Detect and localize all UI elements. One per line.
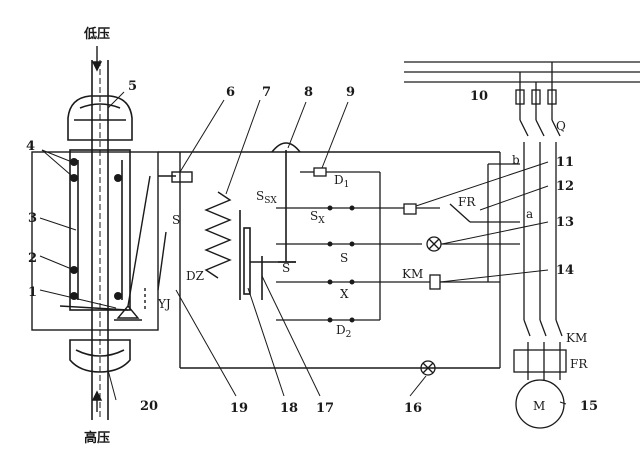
leader-lines xyxy=(39,91,567,405)
pressure-arrows xyxy=(91,46,103,412)
callout-15: 15 xyxy=(580,399,598,414)
callout-14: 14 xyxy=(556,263,574,278)
dz-spring xyxy=(204,191,232,279)
callout-5: 5 xyxy=(128,79,137,94)
km-coil-label: KM xyxy=(402,267,423,281)
callout-10: 10 xyxy=(470,89,488,104)
callout-1: 1 xyxy=(28,285,37,300)
fr-relay-label: FR xyxy=(570,357,588,371)
q-label: Q xyxy=(556,119,566,133)
callout-16: 16 xyxy=(404,401,422,416)
s-inner-label: S xyxy=(282,261,290,275)
pressure-column xyxy=(67,60,133,420)
node-a-label: a xyxy=(526,207,533,221)
s-mid-label: S xyxy=(340,251,348,265)
node-b-label: b xyxy=(512,153,520,167)
callout-11: 11 xyxy=(556,155,574,170)
callout-13: 13 xyxy=(556,215,574,230)
callout-17: 17 xyxy=(316,401,334,416)
yj-label: YJ xyxy=(157,297,171,311)
element-6 xyxy=(171,171,193,183)
d1-label: D1 xyxy=(334,173,349,190)
callout-6: 6 xyxy=(226,85,235,100)
fr-top-label: FR xyxy=(458,195,476,209)
d2-label: D2 xyxy=(336,323,351,340)
low-pressure-label: 低压 xyxy=(83,26,110,42)
callout-9: 9 xyxy=(346,85,355,100)
bracket-18 xyxy=(239,210,296,300)
km-contact-label: KM xyxy=(566,331,587,345)
switch-s-label: S xyxy=(172,213,180,227)
switch-s-yj xyxy=(144,175,176,310)
right-circuit xyxy=(380,152,520,376)
dz-label: DZ xyxy=(186,269,204,283)
callout-18: 18 xyxy=(280,401,298,416)
callout-4: 4 xyxy=(26,139,35,154)
callout-2: 2 xyxy=(28,251,37,266)
three-phase-supply xyxy=(404,61,640,429)
callout-12: 12 xyxy=(556,179,574,194)
s-x-label: SX xyxy=(310,209,325,226)
callout-20: 20 xyxy=(140,399,158,414)
high-pressure-label: 高压 xyxy=(84,430,110,446)
callout-19: 19 xyxy=(230,401,248,416)
x-label: X xyxy=(340,287,349,301)
callout-7: 7 xyxy=(262,85,271,100)
s-sx-label: SSX xyxy=(256,189,277,206)
contact-dots xyxy=(327,205,355,323)
callout-8: 8 xyxy=(304,85,313,100)
motor-label: M xyxy=(533,399,545,413)
outer-frame xyxy=(31,151,500,369)
pivot xyxy=(59,175,151,321)
element-8 xyxy=(271,142,301,263)
callout-3: 3 xyxy=(28,211,37,226)
